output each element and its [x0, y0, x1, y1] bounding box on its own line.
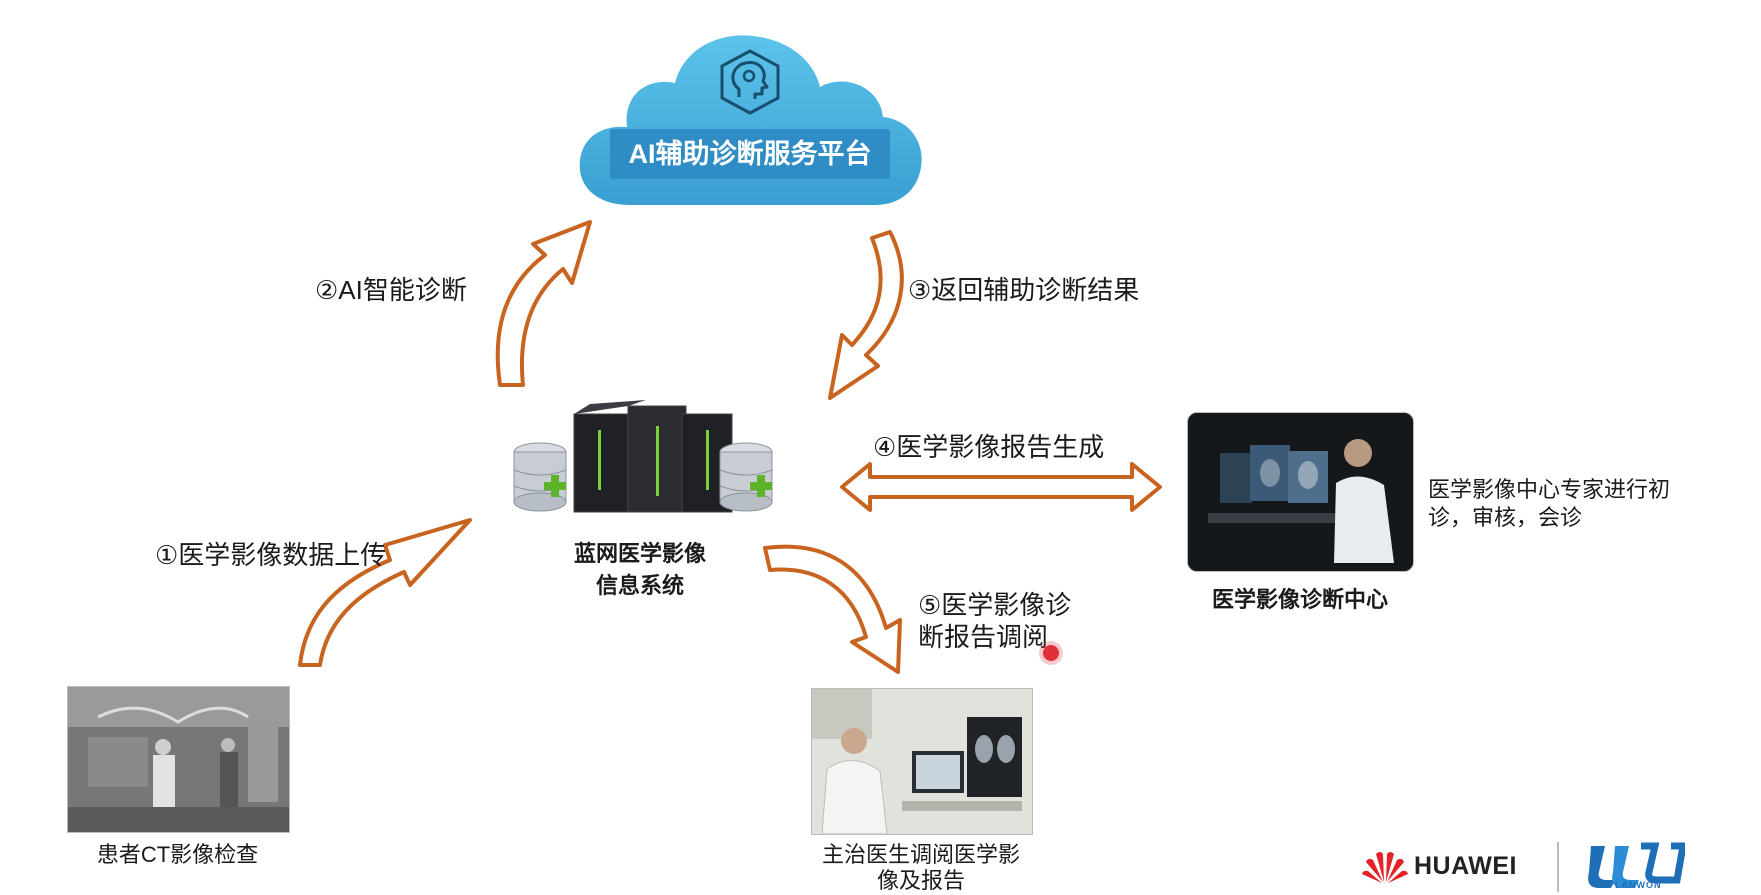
diagnosis-center-caption: 医学影像诊断中心 — [1211, 587, 1388, 612]
diagnosis-center-desc-2: 诊，审核，会诊 — [1428, 505, 1583, 530]
step-report-access-1: ⑤医学影像诊 — [918, 590, 1072, 620]
logo-divider — [1557, 842, 1559, 892]
database-left-icon — [513, 442, 567, 512]
center-caption-1: 蓝网医学影像 — [573, 541, 706, 566]
lanwon-wordmark: LANWON — [1615, 880, 1662, 890]
server-cluster — [510, 400, 780, 520]
doctor-review-caption-2: 像及报告 — [876, 868, 965, 893]
ct-exam-photo — [67, 686, 290, 833]
huawei-wordmark: HUAWEI — [1414, 852, 1517, 880]
diagnosis-center-photo — [1187, 412, 1414, 572]
server-tower-icon — [573, 400, 733, 513]
cursor-dot — [1043, 645, 1059, 661]
database-right-icon — [719, 442, 773, 512]
step-report-access-2: 断报告调阅 — [918, 622, 1049, 652]
cloud-title-box — [610, 129, 890, 179]
doctor-review-photo — [811, 688, 1033, 835]
step-upload: ①医学影像数据上传 — [155, 540, 387, 570]
arrow-upload — [298, 518, 472, 667]
step-report-generation: ④医学影像报告生成 — [873, 432, 1105, 462]
doctor-review-caption-1: 主治医生调阅医学影 — [821, 842, 1020, 867]
lanwon-logo: LANWON — [1585, 842, 1685, 892]
huawei-petal-icon — [1362, 852, 1408, 883]
arrow-report-generation — [840, 462, 1162, 512]
step-ai-diagnosis: ②AI智能诊断 — [315, 275, 467, 305]
cloud-platform: AI辅助诊断服务平台 — [575, 25, 925, 210]
cloud-title: AI辅助诊断服务平台 — [628, 139, 872, 169]
arrow-return-result — [828, 230, 904, 400]
arrow-report-access — [763, 544, 902, 674]
ct-exam-caption: 患者CT影像检查 — [96, 842, 259, 867]
arrow-ai-diagnosis — [495, 220, 592, 387]
center-caption-2: 信息系统 — [595, 573, 684, 598]
lanwon-mark-icon — [1588, 842, 1685, 888]
step-return-result: ③返回辅助诊断结果 — [908, 275, 1140, 305]
ai-head-icon — [715, 47, 785, 117]
diagnosis-center-desc-1: 医学影像中心专家进行初 — [1428, 477, 1671, 502]
huawei-logo: HUAWEI — [1362, 848, 1542, 884]
